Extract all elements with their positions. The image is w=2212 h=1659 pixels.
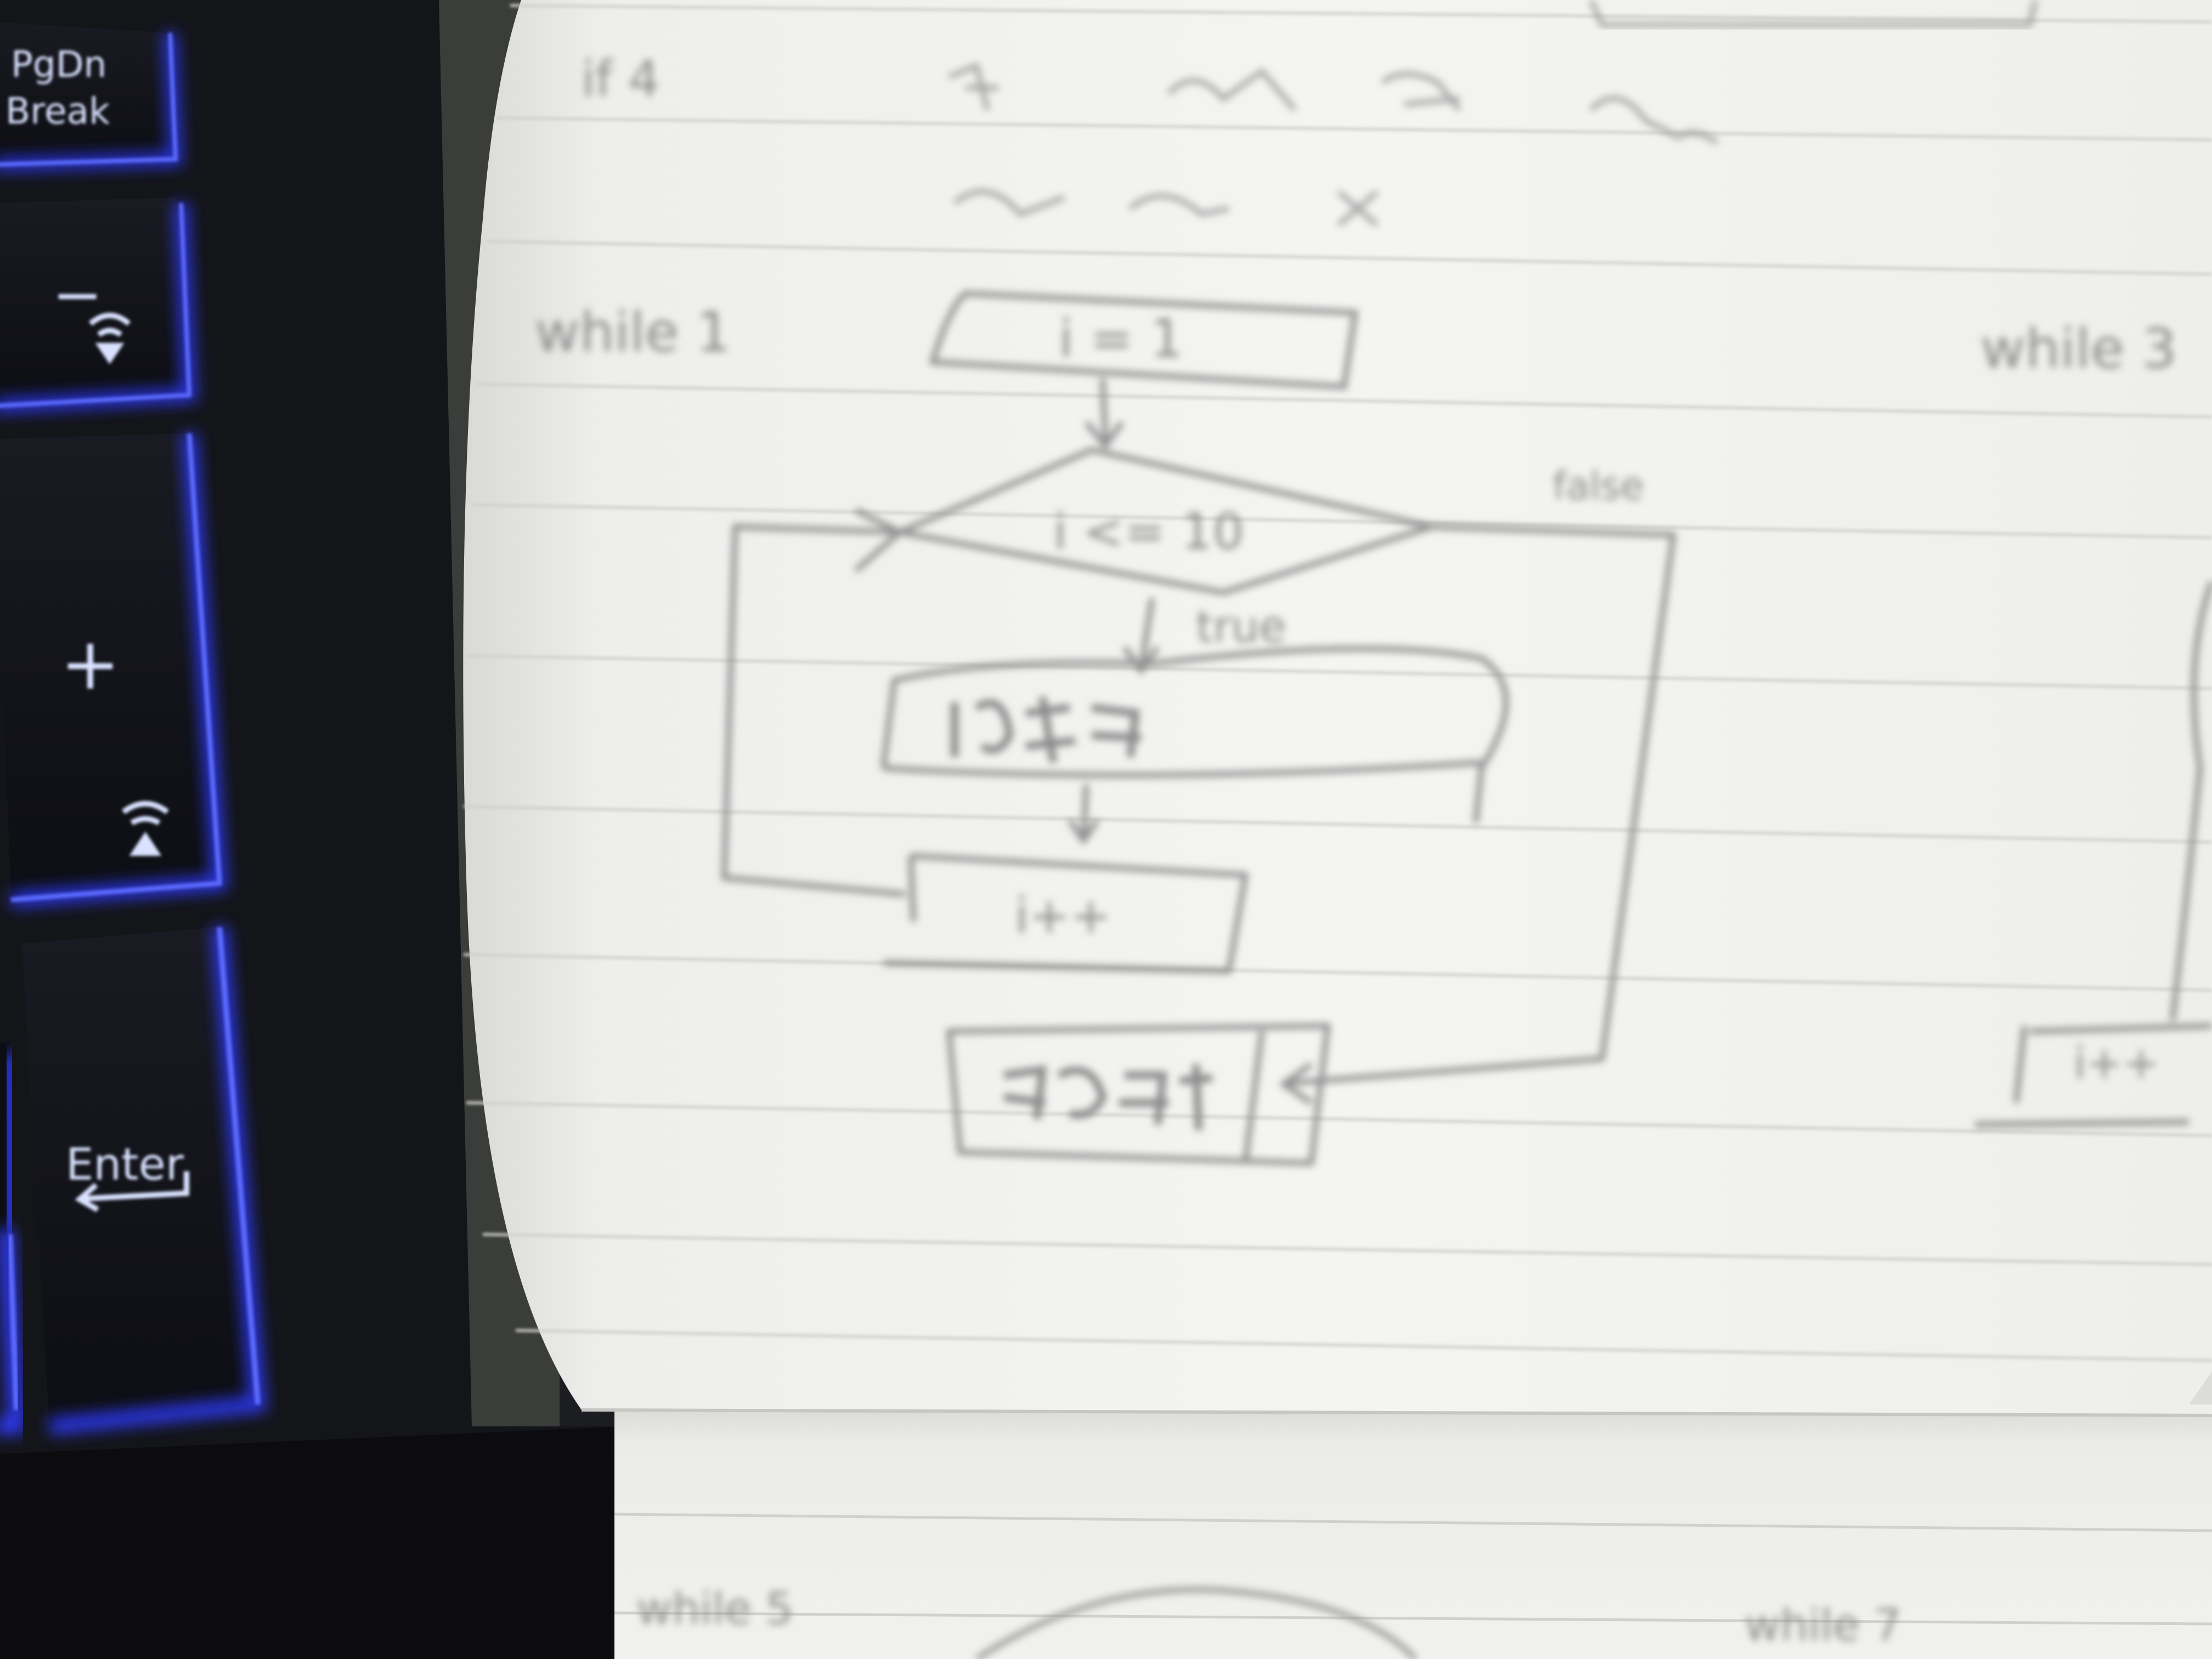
while-5-heading: while 5	[636, 1583, 793, 1634]
if-4-heading: if 4	[582, 50, 660, 108]
right-increment-label: i++	[2074, 1037, 2159, 1088]
body-box-bottom	[883, 760, 1482, 778]
condition-label: i <= 10	[1053, 503, 1244, 561]
while-1-heading: while 1	[535, 300, 731, 364]
increment-box	[883, 853, 1249, 974]
plus-symbol: +	[60, 622, 120, 706]
korean-notes	[948, 62, 1719, 227]
enter-key[interactable]: Enter	[22, 926, 267, 1435]
pgdn-break-key[interactable]: PgDn Break	[0, 22, 183, 171]
ruled-lines	[463, 4, 2212, 1362]
true-label: true	[1196, 601, 1286, 652]
keyboard: PgDn Break − +	[0, 0, 631, 1659]
right-partial-flowchart: i++	[1974, 580, 2212, 1127]
plus-key[interactable]: +	[0, 433, 228, 907]
break-label: Break	[5, 90, 110, 132]
bottom-flowchart-oval	[975, 1587, 1418, 1659]
init-label: i = 1	[1059, 309, 1183, 369]
enter-label: Enter	[66, 1139, 184, 1190]
enter-arrow-icon	[75, 1171, 189, 1212]
end-text-scribble	[1003, 1064, 1213, 1131]
true-arrow	[1122, 597, 1160, 675]
while-flowchart: i = 1 i <= 10 true false i++	[721, 290, 1677, 1166]
body-text-scribble	[951, 696, 1142, 764]
init-arrow	[1084, 378, 1125, 450]
while-3-heading: while 3	[1980, 317, 2177, 381]
notebook-page: if 4 while 1 while 3	[463, 0, 2212, 1417]
body-arrow	[1067, 784, 1100, 845]
prev-box-edge	[1589, 0, 2038, 27]
loop-back-arrow	[721, 507, 906, 897]
notebook-bottom-page: while 5 while 7	[614, 1404, 2212, 1659]
backlight-down-icon	[88, 313, 131, 364]
partial-left-keys	[0, 1042, 25, 1434]
page-corner	[2189, 1372, 2212, 1404]
false-arrow	[1279, 524, 1677, 1105]
end-box	[946, 1023, 1331, 1166]
body-box	[881, 646, 1509, 823]
right-loop-line	[2170, 580, 2212, 1021]
right-increment-box	[1974, 1023, 2212, 1127]
pgdn-label: PgDn	[11, 43, 106, 86]
while-7-heading: while 7	[1745, 1600, 1901, 1651]
backlight-up-icon	[122, 801, 169, 856]
increment-label: i++	[1015, 887, 1111, 945]
minus-key[interactable]: −	[0, 198, 197, 413]
false-label: false	[1553, 464, 1644, 509]
init-box	[929, 290, 1358, 390]
